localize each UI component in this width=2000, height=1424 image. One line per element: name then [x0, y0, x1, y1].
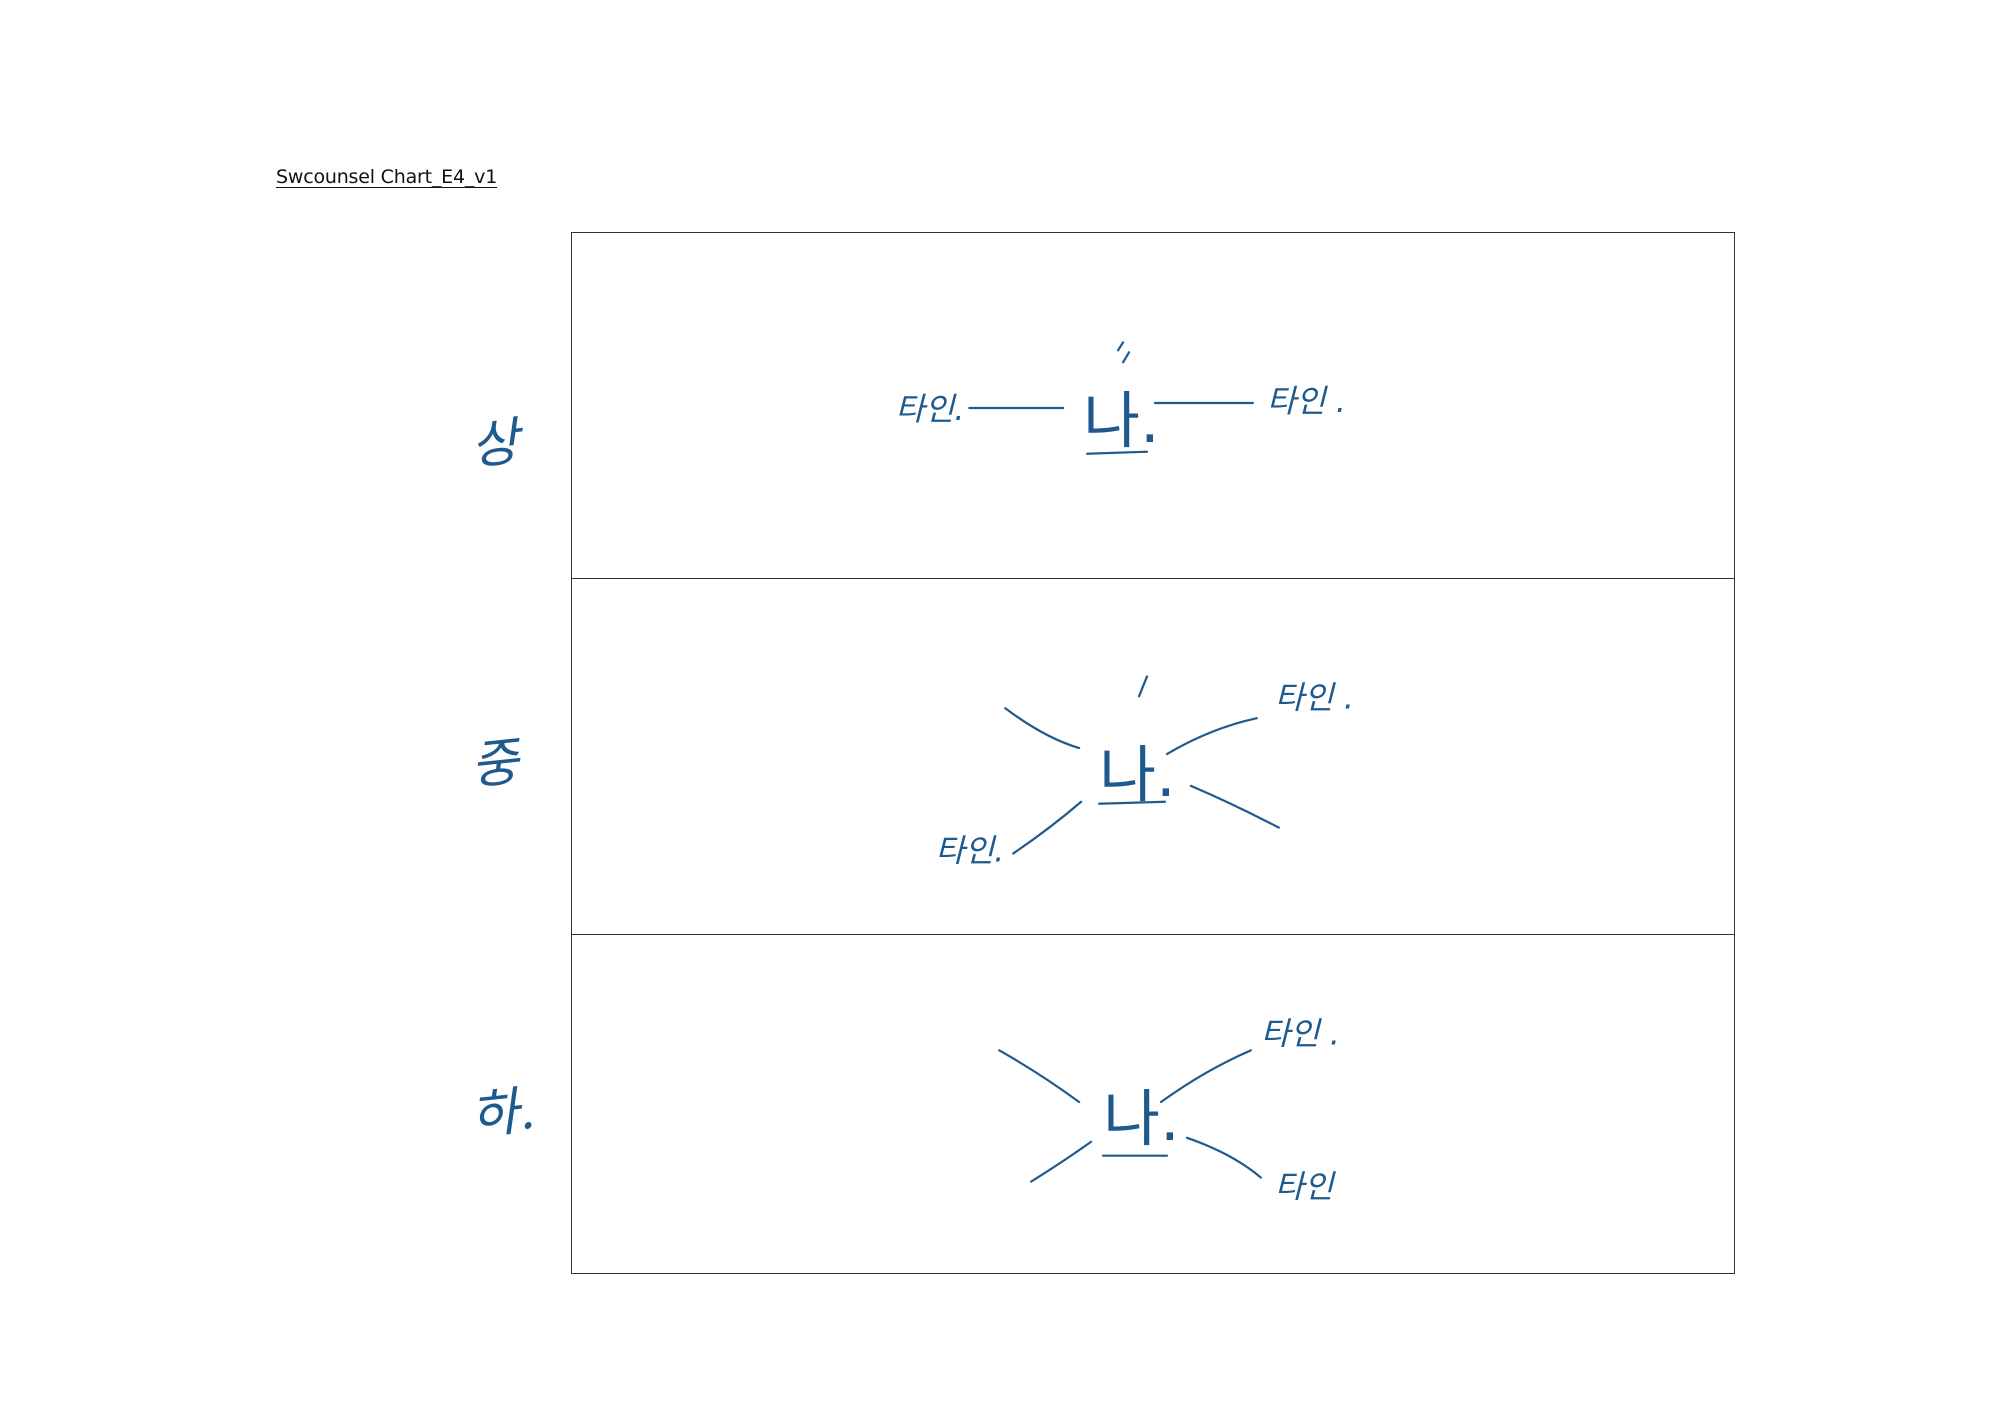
row-label-middle: 중: [467, 732, 522, 797]
emphasis-tick-2: [1121, 351, 1131, 364]
branch-upper-right: [1165, 717, 1258, 756]
branch-upper: [1137, 675, 1149, 698]
row-label-top: 상: [467, 412, 522, 477]
branch-lower-left: [1030, 1140, 1093, 1183]
row-label-bottom: 하.: [467, 1080, 538, 1147]
label-me: 나.: [1103, 1083, 1180, 1155]
label-other-left: 타인.: [935, 831, 1004, 869]
branch-upper-left: [998, 1049, 1081, 1104]
label-other-left: 타인.: [895, 390, 964, 428]
branch-upper-left: [1004, 707, 1081, 750]
label-other-right: 타인 .: [1275, 678, 1354, 716]
branch-lower-right: [1185, 1136, 1262, 1179]
diagram-bottom: 타인 . 나. 타인: [998, 1014, 1340, 1206]
diagram-middle: 타인 . 나. 타인.: [935, 675, 1354, 869]
label-other-right: 타인 .: [1267, 382, 1346, 420]
branch-lower-right: [1189, 784, 1280, 829]
label-me: 나.: [1099, 739, 1176, 811]
panel-top: 타인. 나. 타인 .: [571, 232, 1735, 580]
label-other-lower-right: 타인: [1275, 1168, 1336, 1206]
underline-me: [1097, 800, 1167, 805]
branch-lower-left: [1012, 800, 1083, 855]
underline-me: [1086, 450, 1149, 455]
emphasis-tick-1: [1116, 341, 1125, 352]
label-other-upper-right: 타인 .: [1261, 1014, 1340, 1052]
document-title: Swcounsel Chart_E4_v1: [276, 166, 498, 188]
label-me: 나.: [1083, 385, 1160, 457]
panel-bottom: 타인 . 나. 타인: [571, 934, 1735, 1274]
panel-middle: 타인 . 나. 타인.: [571, 578, 1735, 936]
diagram-top: 타인. 나. 타인 .: [895, 341, 1346, 457]
branch-upper-right: [1159, 1049, 1252, 1104]
